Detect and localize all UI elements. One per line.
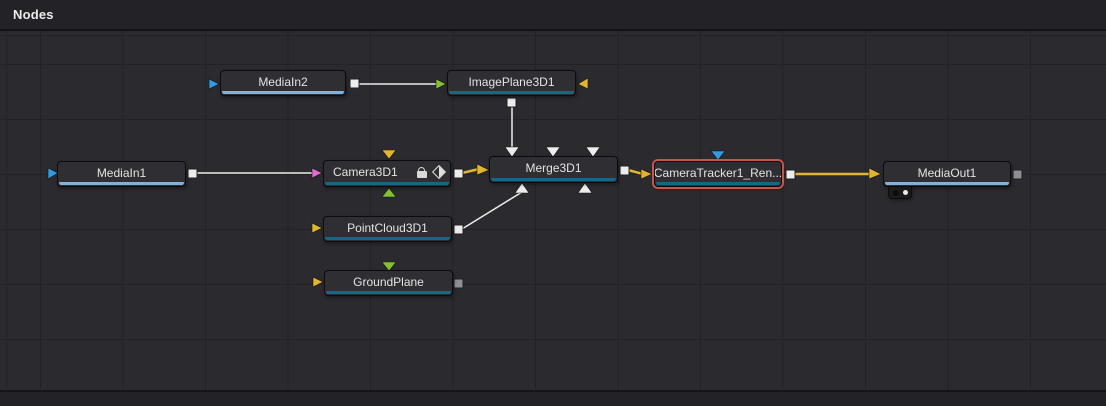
- panel-title: Nodes: [13, 7, 54, 22]
- node-color-underline: [656, 182, 780, 185]
- node-label: PointCloud3D1: [347, 220, 428, 235]
- camera3d1-output-square[interactable]: [453, 168, 464, 179]
- node-color-underline: [491, 178, 616, 181]
- merge3d1-bottom-input-arrow-1[interactable]: [514, 182, 530, 194]
- node-color-underline: [325, 237, 450, 240]
- node-status-icons: [416, 161, 447, 183]
- node-color-underline: [59, 182, 184, 185]
- node-color-underline: [885, 182, 1009, 185]
- groundplane-output-square[interactable]: [453, 278, 464, 289]
- cameratracker1-top-input-arrow[interactable]: [710, 150, 726, 161]
- mediain1-output-square[interactable]: [187, 168, 198, 179]
- pointcloud3d1-input-arrow[interactable]: [311, 222, 323, 234]
- wire-merge3d1-cameratracker1[interactable]: [627, 168, 644, 176]
- merge3d1-output-square[interactable]: [619, 165, 630, 176]
- groundplane-input-arrow[interactable]: [312, 276, 324, 288]
- node-color-underline: [222, 91, 344, 94]
- camera3d1-bottom-input-arrow[interactable]: [381, 187, 397, 198]
- mediaout1-output-square[interactable]: [1012, 169, 1023, 180]
- groundplane-top-input-arrow[interactable]: [381, 261, 397, 272]
- mediain1-input-arrow[interactable]: [47, 167, 59, 180]
- node-merge3d1[interactable]: Merge3D1: [489, 156, 618, 183]
- node-mediain2[interactable]: MediaIn2: [220, 70, 346, 96]
- right-viewer-dot[interactable]: [902, 190, 908, 195]
- imageplane3d1-output-square[interactable]: [506, 97, 517, 108]
- node-label: MediaIn2: [258, 74, 308, 89]
- node-pointcloud3d1[interactable]: PointCloud3D1: [323, 216, 452, 242]
- node-mediaout1[interactable]: MediaOut1: [883, 161, 1011, 187]
- node-label: CameraTracker1_Ren...: [654, 165, 782, 180]
- node-label: MediaIn1: [96, 165, 147, 180]
- lock-icon: [416, 166, 427, 178]
- camera3d1-image-input-arrow[interactable]: [311, 167, 323, 179]
- viewer-assignment-badge: [888, 186, 912, 199]
- node-color-underline: [326, 291, 451, 294]
- imageplane3d1-image-input-arrow[interactable]: [435, 78, 447, 90]
- cameratracker1-output-square[interactable]: [785, 169, 796, 180]
- pointcloud3d1-output-square[interactable]: [453, 224, 464, 235]
- node-camera3d1[interactable]: Camera3D1: [323, 160, 451, 187]
- node-color-underline: [449, 91, 574, 94]
- merge3d1-scene-input-arrow[interactable]: [476, 163, 490, 176]
- node-label: MediaOut1: [917, 165, 977, 180]
- node-cameratracker1_render[interactable]: CameraTracker1_Ren...: [654, 161, 782, 187]
- left-viewer-dot[interactable]: [892, 189, 899, 196]
- merge3d1-top-input-arrow-1[interactable]: [504, 146, 520, 158]
- mediain2-input-arrow[interactable]: [208, 78, 220, 90]
- merge3d1-top-input-arrow-2[interactable]: [545, 146, 561, 158]
- node-imageplane3d1[interactable]: ImagePlane3D1: [447, 70, 576, 96]
- cameratracker1-input-arrow[interactable]: [640, 168, 653, 180]
- mediaout1-input-arrow[interactable]: [868, 167, 882, 180]
- merge3d1-top-input-arrow-3[interactable]: [585, 146, 601, 158]
- diamond-icon: [431, 164, 447, 180]
- imageplane3d1-material-input-arrow[interactable]: [577, 77, 589, 90]
- node-label: ImagePlane3D1: [468, 74, 555, 89]
- mediain2-output-square[interactable]: [349, 78, 360, 89]
- panel-bottom-edge: [0, 390, 1106, 406]
- node-label: Merge3D1: [525, 161, 582, 175]
- wire-camera3d1-merge3d1[interactable]: [461, 167, 480, 175]
- node-groundplane[interactable]: GroundPlane: [324, 270, 453, 296]
- camera3d1-top-input-arrow[interactable]: [381, 149, 397, 160]
- wire-pointcloud3d1-merge3d1[interactable]: [461, 191, 523, 230]
- node-color-underline: [325, 182, 449, 185]
- node-label: GroundPlane: [353, 274, 424, 289]
- panel-header: Nodes: [0, 0, 1106, 31]
- node-label: Camera3D1: [333, 165, 398, 179]
- merge3d1-bottom-input-arrow-2[interactable]: [577, 182, 593, 194]
- node-mediain1[interactable]: MediaIn1: [57, 161, 186, 187]
